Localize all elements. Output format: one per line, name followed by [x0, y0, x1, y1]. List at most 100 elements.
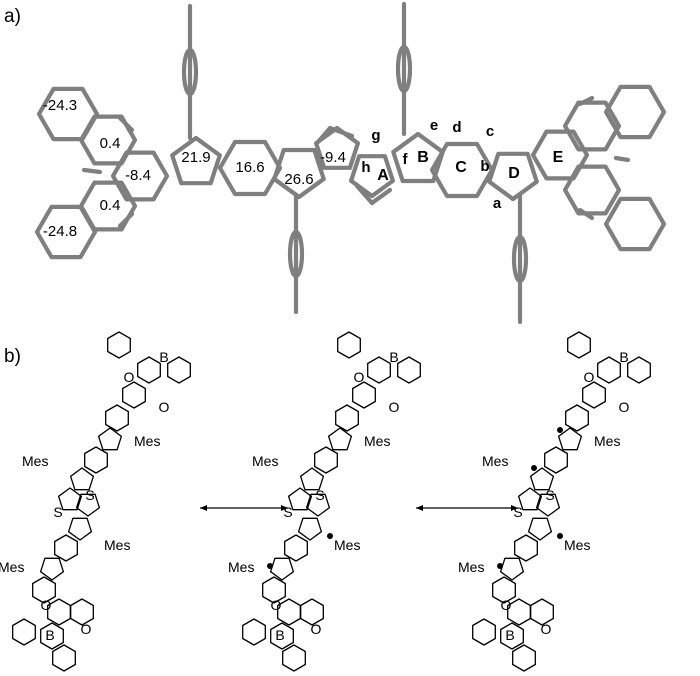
mesityl-label: Mes — [0, 559, 24, 575]
bond-label: g — [371, 127, 380, 144]
benzo-ring — [107, 331, 131, 359]
radical-dot — [531, 465, 537, 471]
thiophene-ring — [305, 493, 331, 517]
oxaborinine-ring — [270, 622, 294, 650]
ring-five-left-inner — [272, 147, 326, 200]
thiophene-ring — [75, 493, 101, 517]
ring-right-oxaborinine-top — [562, 100, 622, 152]
mesityl-label: Mes — [594, 433, 620, 449]
mesityl-label: Mes — [364, 433, 390, 449]
nics-value: 0.4 — [100, 197, 121, 214]
oxaborinine-ring — [582, 381, 606, 409]
oxygen-bond-right-top — [577, 95, 595, 107]
benzene-ring — [492, 576, 516, 604]
resonance-arrow-left-head-left — [200, 505, 207, 511]
ring-label: B — [417, 149, 429, 166]
resonance-arrow-right-head-left — [416, 505, 423, 511]
mesityl-right-top-ring — [395, 44, 413, 94]
five-membered-ring — [327, 427, 353, 451]
benzene-ring — [335, 404, 359, 432]
oxygen-atom: O — [311, 621, 322, 637]
ring-right-benzo-bottom — [603, 196, 667, 252]
oxaborinine-ring — [597, 356, 621, 384]
mesityl-label: Mes — [334, 537, 360, 553]
five-membered-ring — [97, 427, 123, 451]
five-membered-ring — [67, 517, 93, 541]
oxygen-atom: O — [541, 621, 552, 637]
thiophene-ring — [517, 487, 543, 511]
five-membered-ring — [527, 517, 553, 541]
sulfur-bond-bottom-right — [369, 187, 393, 206]
radical-dot — [557, 427, 563, 433]
bond-label: b — [480, 158, 489, 175]
radical-dot — [267, 563, 273, 569]
ring-right-oxaborinine-bottom — [562, 164, 622, 216]
benzene-ring — [84, 446, 108, 474]
radical-dot — [557, 533, 563, 539]
mesityl-left-top-ring — [181, 47, 199, 97]
five-membered-ring — [499, 557, 525, 581]
boron-atom: B — [505, 627, 514, 643]
benzo-ring — [512, 644, 536, 672]
panel-a-label: a) — [4, 6, 21, 27]
ring-right-benzo-top — [603, 84, 667, 140]
nics-value: -9.4 — [320, 149, 346, 166]
thiophene-ring — [287, 487, 313, 511]
ring-label: A — [377, 167, 389, 184]
sulfur-atom: S — [85, 487, 94, 503]
bond-label: h — [361, 159, 370, 176]
ring-label: E — [553, 149, 564, 166]
nics-value: -24.8 — [43, 223, 77, 240]
boron-atom: B — [45, 627, 54, 643]
ring-five-right-inner — [391, 131, 445, 184]
benzene-ring — [262, 576, 286, 604]
benzo-ring — [472, 618, 496, 646]
benzene-ring — [54, 534, 78, 562]
boron-bond-right — [613, 155, 631, 163]
oxygen-atom: O — [501, 597, 512, 613]
five-membered-ring — [69, 467, 95, 491]
sulfur-atom: S — [283, 504, 292, 520]
crystal-structure-panel — [34, 1, 667, 325]
resonance-arrow-left-head-right — [281, 505, 288, 511]
oxygen-bond-left-top — [117, 115, 135, 133]
benzo-ring — [337, 331, 361, 359]
benzo-ring — [397, 356, 421, 384]
thiophene-ring — [57, 487, 83, 511]
bond-label: f — [403, 151, 409, 168]
boron-bond-left — [81, 167, 103, 175]
ring-left-benzo-bottom — [34, 204, 98, 260]
benzo-ring — [567, 331, 591, 359]
oxaborinine-ring — [137, 356, 161, 384]
bond-label: a — [493, 195, 502, 212]
oxygen-atom: O — [124, 369, 135, 385]
boron-atom: B — [275, 627, 284, 643]
radical-dot — [327, 533, 333, 539]
oxygen-atom: O — [159, 399, 170, 415]
sulfur-bond-bottom-left — [354, 183, 375, 206]
boron-atom: B — [389, 349, 398, 365]
nics-value: -8.4 — [125, 167, 151, 184]
sulfur-atom: S — [53, 504, 62, 520]
benzene-ring — [105, 404, 129, 432]
mesityl-label: Mes — [228, 559, 254, 575]
panel-b-label: b) — [4, 346, 21, 367]
oxaborinine-ring — [70, 598, 94, 626]
oxygen-atom: O — [81, 621, 92, 637]
sulfur-atom: S — [513, 504, 522, 520]
nics-value: 26.6 — [284, 171, 313, 188]
oxaborinine-ring — [40, 622, 64, 650]
oxaborinine-ring — [300, 598, 324, 626]
mesityl-label: Mes — [252, 453, 278, 469]
benzene-ring — [565, 404, 589, 432]
ring-thiophene-right — [349, 154, 395, 199]
benzo-ring — [12, 618, 36, 646]
oxygen-atom: O — [619, 399, 630, 415]
ring-left-central — [110, 150, 170, 202]
oxygen-atom: O — [271, 597, 282, 613]
